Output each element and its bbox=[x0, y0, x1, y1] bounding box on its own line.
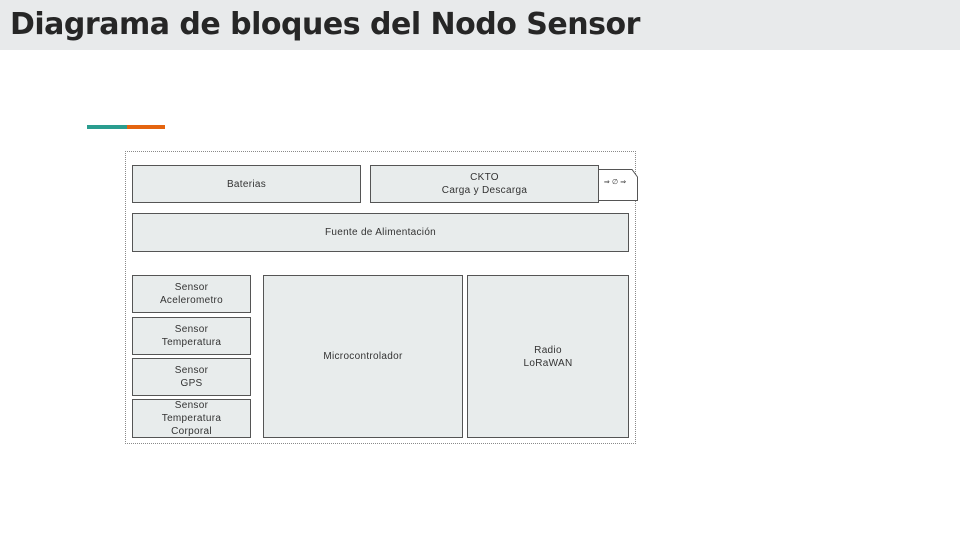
node-boundary bbox=[125, 151, 636, 444]
block-fuente-alimentacion: Fuente de Alimentación bbox=[132, 213, 629, 252]
block-ckto-carga-descarga: CKTO Carga y Descarga bbox=[370, 165, 599, 203]
block-sensor-temperatura: Sensor Temperatura bbox=[132, 317, 251, 355]
connector-label: ⇒ ∅ ⇒ bbox=[603, 178, 627, 186]
block-sensor-temperatura-corporal: Sensor Temperatura Corporal bbox=[132, 399, 251, 438]
title-bar bbox=[0, 0, 960, 50]
block-sensor-gps: Sensor GPS bbox=[132, 358, 251, 396]
block-baterias: Baterias bbox=[132, 165, 361, 203]
block-radio-lorawan: Radio LoRaWAN bbox=[467, 275, 629, 438]
block-microcontrolador: Microcontrolador bbox=[263, 275, 463, 438]
accent-bar-teal bbox=[87, 125, 127, 129]
slide-title: Diagrama de bloques del Nodo Sensor bbox=[10, 7, 640, 42]
accent-bar-orange bbox=[127, 125, 165, 129]
block-sensor-acelerometro: Sensor Acelerometro bbox=[132, 275, 251, 313]
usb-connector-shape bbox=[598, 169, 638, 201]
